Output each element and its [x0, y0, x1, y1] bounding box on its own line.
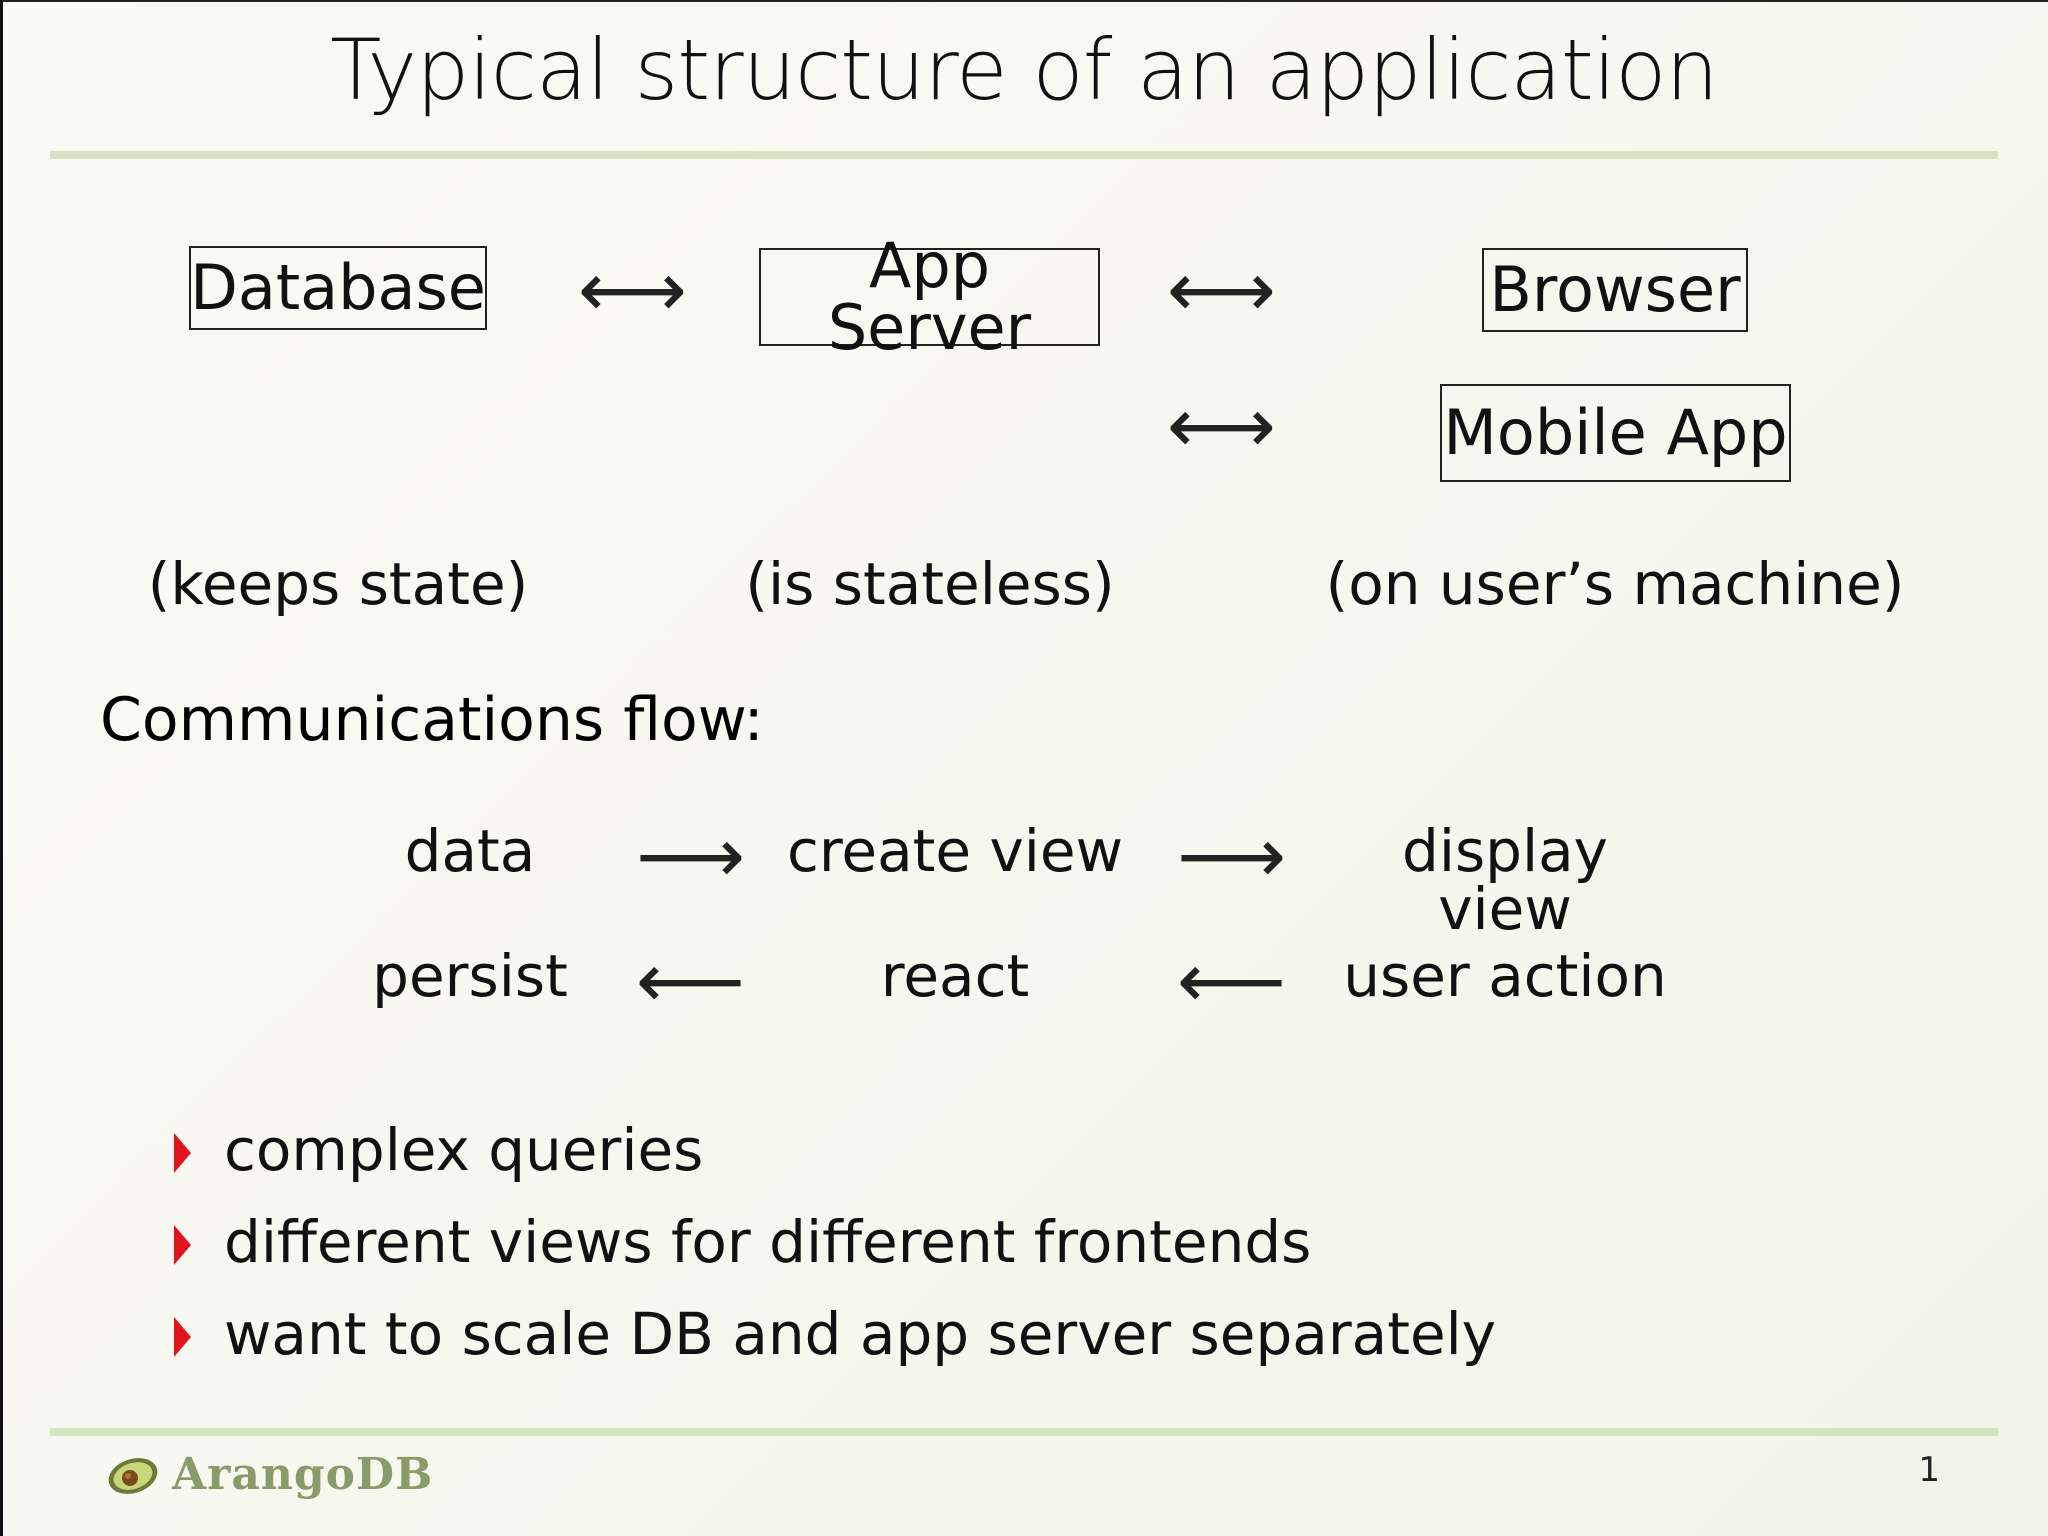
database-appserver-arrow: ⟷	[578, 245, 687, 334]
forward-arrow-1: ⟶	[636, 811, 745, 900]
bullet-text: different views for different frontends	[224, 1208, 1312, 1276]
arangodb-logo: ArangoDB	[106, 1447, 433, 1501]
appserver-mobile-arrow: ⟷	[1167, 381, 1276, 470]
app-server-box: App Server	[759, 235, 1100, 359]
slide-top-border	[0, 0, 2048, 2]
title-divider	[50, 151, 1998, 159]
logo-text: ArangoDB	[172, 1448, 434, 1500]
client-caption: (on user’s machine)	[1325, 550, 1905, 618]
triangle-bullet-icon	[174, 1225, 191, 1265]
bullet-item: complex queries	[168, 1115, 1496, 1207]
slide-title: Typical structure of an application	[330, 21, 1719, 119]
slide-left-border	[0, 0, 3, 1536]
bullet-item: want to scale DB and app server separate…	[168, 1299, 1496, 1391]
triangle-bullet-icon	[174, 1317, 191, 1357]
flow-user-action: user action	[1343, 942, 1667, 1010]
browser-box: Browser	[1482, 248, 1748, 332]
backward-arrow-2: ⟵	[1177, 936, 1286, 1025]
flow-heading: Communications flow:	[100, 685, 764, 755]
flow-display-view: display view	[1402, 817, 1608, 943]
bullet-text: want to scale DB and app server separate…	[224, 1300, 1497, 1368]
flow-persist: persist	[372, 942, 568, 1010]
flow-react: react	[880, 942, 1030, 1010]
database-box: Database	[189, 246, 487, 330]
footer-divider	[50, 1428, 1998, 1436]
avocado-icon	[108, 1458, 158, 1494]
forward-arrow-2: ⟶	[1177, 811, 1286, 900]
flow-create-view: create view	[786, 817, 1124, 885]
bullet-list: complex queries different views for diff…	[168, 1115, 1496, 1391]
flow-data: data	[404, 817, 536, 885]
bullet-item: different views for different frontends	[168, 1207, 1496, 1299]
backward-arrow-1: ⟵	[636, 936, 745, 1025]
page-number: 1	[1918, 1450, 1940, 1490]
app-server-caption: (is stateless)	[745, 550, 1115, 618]
triangle-bullet-icon	[174, 1133, 191, 1173]
bullet-text: complex queries	[224, 1116, 704, 1184]
database-caption: (keeps state)	[147, 550, 529, 618]
appserver-browser-arrow: ⟷	[1167, 245, 1276, 334]
mobile-app-box: Mobile App	[1440, 384, 1791, 482]
